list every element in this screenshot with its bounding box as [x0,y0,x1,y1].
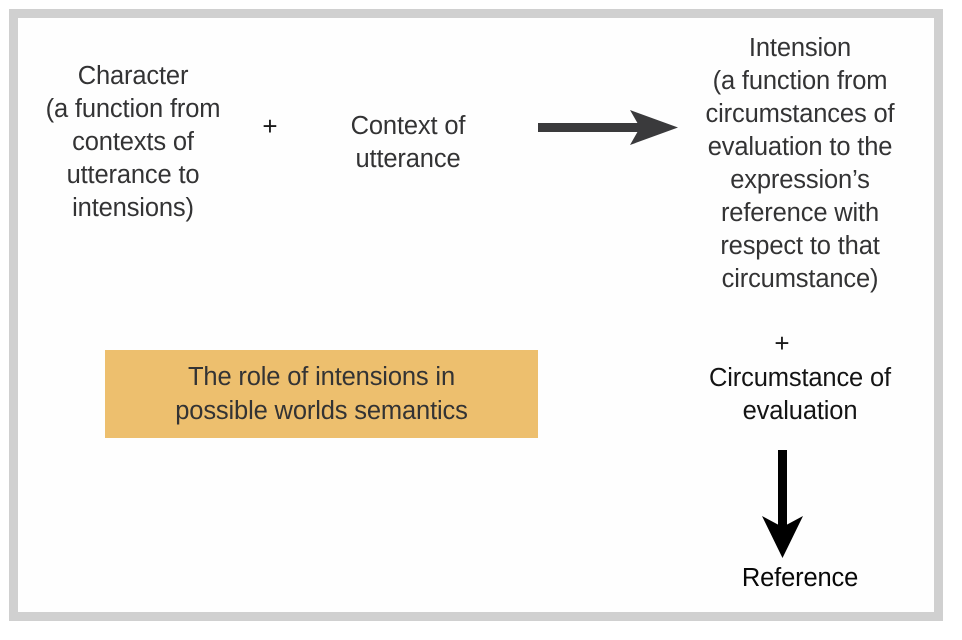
plus-operator-one: + [262,111,278,141]
node-circumstance-of-evaluation: Circumstance of evaluation [709,364,891,425]
node-context-of-utterance: Context of utterance [350,112,466,173]
plus-operator-two: + [774,328,790,358]
caption-box: The role of intensions in possible world… [105,350,538,438]
caption-text: The role of intensions in possible world… [175,363,468,425]
node-reference: Reference [741,564,859,592]
arrow-right-icon [538,110,678,145]
node-intension: Intension (a function from circumstances… [705,34,895,293]
node-character: Character (a function from contexts of u… [45,62,221,222]
diagram-frame-border [9,9,943,621]
arrow-down-icon [762,450,803,558]
